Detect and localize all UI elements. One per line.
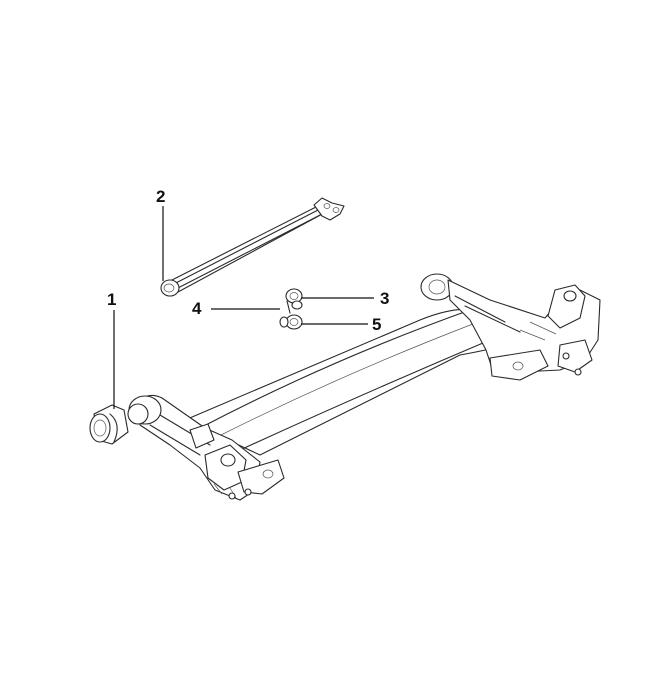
tie-rod-part-2 (160, 197, 345, 297)
callout-2: 2 (156, 187, 166, 206)
bushing-part-1 (89, 404, 129, 445)
torsion-beam-axle (127, 273, 601, 501)
callout-5: 5 (372, 315, 382, 334)
leader-lines (113, 206, 374, 409)
callout-4: 4 (192, 299, 202, 318)
bushing-stack-parts-3-4-5 (279, 288, 303, 330)
callout-3: 3 (380, 289, 390, 308)
callout-1: 1 (107, 290, 117, 309)
